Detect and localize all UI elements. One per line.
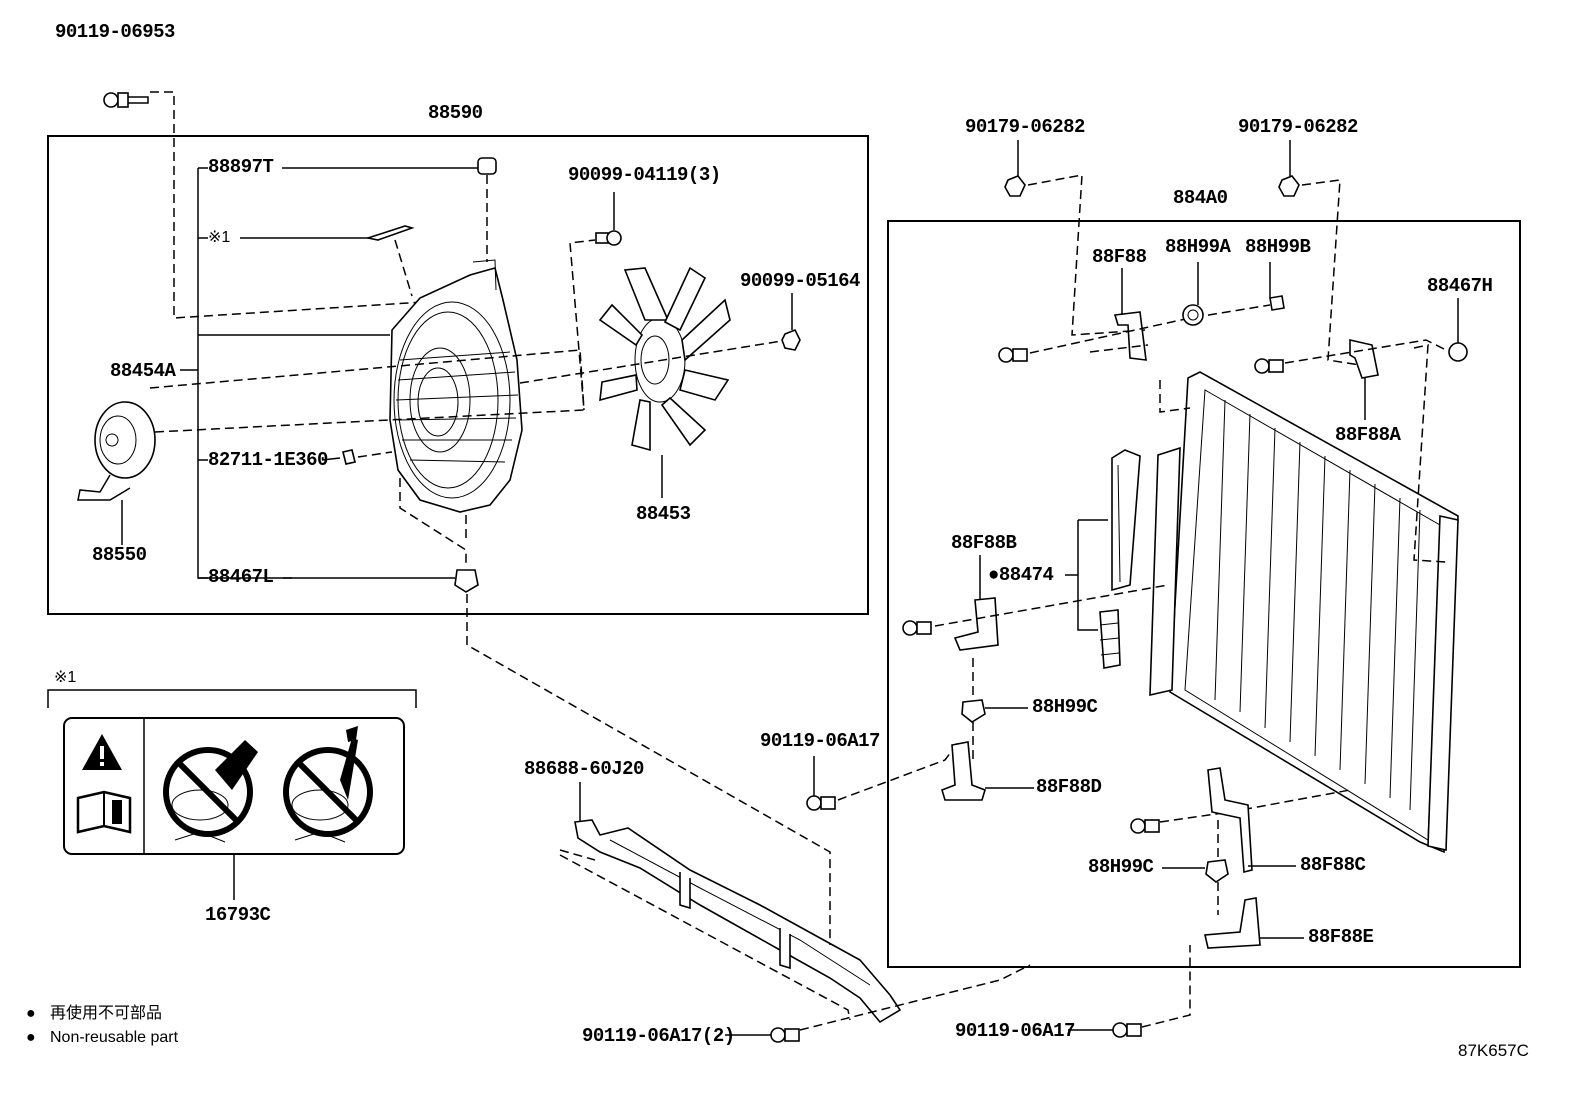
part-label-88454A: 88454A [110,360,177,382]
drawing-code: 87K657C [1458,1041,1529,1060]
part-label-16793C: 16793C [205,904,271,926]
bolt-icon [1254,358,1284,374]
part-label-82711-1E360: 82711-1E360 [208,449,328,471]
part-label-90119-06A17-2: 90119-06A17(2) [582,1025,735,1047]
pin-icon [1269,295,1285,311]
part-label-88F88D: 88F88D [1036,776,1102,798]
fan-blade-icon [598,266,731,452]
part-label-90099-04119: 90099-04119(3) [568,164,721,186]
legend-text-en: Non-reusable part [50,1029,179,1046]
footnote-mark: ※1 [54,669,76,686]
part-label-88F88E: 88F88E [1308,926,1374,948]
warning-triangle-icon [82,734,122,770]
part-label-88897T: 88897T [208,156,274,178]
manual-book-icon [76,790,132,834]
part-label-88550: 88550 [92,544,147,566]
bolt-icon [770,1027,800,1043]
part-label-884A0: 884A0 [1173,187,1228,209]
part-label-88H99C-b: 88H99C [1088,856,1154,878]
label-sticker-icon [364,225,415,241]
receiver-dryer-icon [1099,449,1141,669]
fan-shroud-icon [389,259,523,513]
part-label-88688-60J20: 88688-60J20 [524,758,644,780]
part-label-note1: ※1 [208,229,230,246]
condenser-assembly-box [887,220,1521,968]
nut-icon [781,328,801,351]
part-label-88474: ●88474 [988,564,1054,586]
legend-bullet-1: ● [26,1005,36,1022]
part-label-90179-06282-b: 90179-06282 [1238,116,1358,138]
bolt-icon [902,620,932,636]
part-label-90119-06A17: 90119-06A17 [760,730,880,752]
part-label-88467L: 88467L [208,566,274,588]
nut-icon [1004,175,1026,197]
part-label-88F88: 88F88 [1092,246,1147,268]
cushion-icon [1448,342,1468,362]
bracket-icon [1349,338,1379,379]
part-label-88453: 88453 [636,503,691,525]
grommet-icon [477,157,497,175]
bolt-icon [998,347,1028,363]
grommet-icon [1182,304,1204,326]
part-label-90119-06953: 90119-06953 [55,21,175,43]
bolt-icon [103,92,149,108]
clip-icon [342,449,356,465]
no-hand-icon [163,740,258,843]
legend-text-jp: 再使用不可部品 [50,1004,162,1022]
bolt-icon [1112,1022,1142,1038]
part-label-90099-05164: 90099-05164 [740,270,860,292]
bolt-icon [595,230,622,246]
bracket-icon [1113,311,1147,361]
fan-motor-icon [77,401,156,501]
nut-icon [1278,175,1300,197]
part-label-88590: 88590 [428,102,483,124]
grommet-icon [961,699,986,723]
legend-bullet-2: ● [26,1029,36,1046]
part-label-88F88C: 88F88C [1300,854,1366,876]
bolt-icon [1130,818,1160,834]
no-tool-icon [283,726,373,843]
bracket-icon [1207,767,1253,874]
grommet-icon [1205,859,1229,883]
part-label-88467H: 88467H [1427,275,1493,297]
condenser-icon [1149,371,1459,854]
lower-bracket-icon [574,819,902,1024]
footnote-bracket [47,689,417,708]
bracket-icon [1204,897,1261,949]
fan-shroud-assembly-box [47,135,869,615]
bracket-icon [953,597,999,651]
bracket-icon [941,741,986,801]
part-label-88H99C-a: 88H99C [1032,696,1098,718]
part-label-90179-06282-a: 90179-06282 [965,116,1085,138]
bolt-icon [806,795,836,811]
part-label-88F88B: 88F88B [951,532,1017,554]
part-label-88F88A: 88F88A [1335,424,1402,446]
part-label-88H99B: 88H99B [1245,236,1311,258]
part-label-90119-06A17-b: 90119-06A17 [955,1020,1075,1042]
cushion-icon [454,569,479,593]
part-label-88H99A: 88H99A [1165,236,1232,258]
